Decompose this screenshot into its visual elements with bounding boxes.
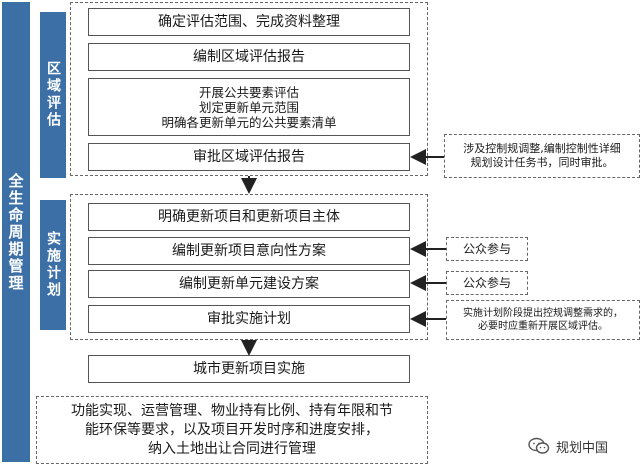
lifecycle-management-bar: 全生命周期管理 — [2, 2, 30, 462]
region-assessment-group — [70, 2, 428, 176]
region-step-4: 审批区域评估报告 — [88, 143, 410, 171]
watermark: 规划中国 — [528, 434, 640, 458]
land-contract-note: 功能实现、运营管理、物业持有比例、持有年限和节 能环保等要求，以及项目开发时序和… — [36, 396, 428, 464]
implementation-box: 城市更新项目实施 — [88, 355, 410, 383]
wechat-icon — [528, 437, 550, 454]
plan-step-2: 编制更新项目意向性方案 — [88, 237, 410, 265]
region-step-3: 开展公共要素评估 划定更新单元范围 明确各更新单元的公共要素清单 — [88, 78, 410, 136]
public-participation-note-2: 公众参与 — [446, 271, 528, 295]
plan-step-3: 编制更新单元建设方案 — [88, 270, 410, 298]
implementation-plan-group — [70, 194, 428, 340]
plan-adjustment-note: 实施计划阶段提出控规调整需求的， 必要时应重新开展区域评估。 — [446, 300, 640, 340]
plan-step-4: 审批实施计划 — [88, 305, 410, 333]
watermark-text: 规划中国 — [556, 440, 609, 456]
region-step-2: 编制区域评估报告 — [88, 43, 410, 71]
region-assessment-label: 区域评估 — [45, 61, 61, 129]
regulatory-adjustment-note: 涉及控制规调整,编制控制性详细 规划设计任务书，同时审批。 — [444, 134, 640, 178]
plan-step-1: 明确更新项目和更新项目主体 — [88, 203, 410, 231]
implementation-plan-label-bar: 实施计划 — [40, 200, 66, 330]
lifecycle-management-label: 全生命周期管理 — [6, 172, 25, 292]
public-participation-note-1: 公众参与 — [446, 237, 528, 261]
implementation-plan-label: 实施计划 — [45, 231, 61, 299]
region-assessment-label-bar: 区域评估 — [40, 12, 66, 178]
region-step-1: 确定评估范围、完成资料整理 — [88, 8, 410, 36]
